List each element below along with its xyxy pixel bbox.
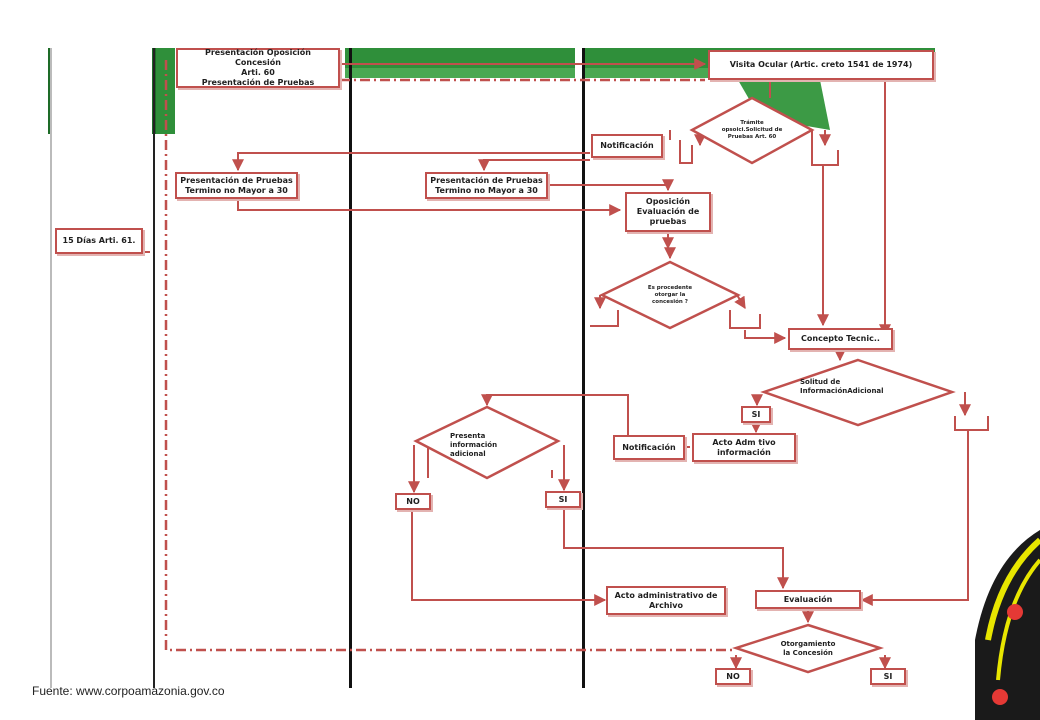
quince-dias-box: 15 Días Arti. 61.: [55, 228, 143, 254]
swimlane-lines: [153, 48, 585, 688]
concepto-tecnico-box: Concepto Tecnic..: [788, 328, 893, 350]
acto-archivo-box: Acto administrativo de Archivo: [606, 586, 726, 615]
dash-dot-lines: [164, 60, 735, 652]
otorgamiento-decision-label: Otorgamiento la Concesión: [780, 640, 836, 657]
no-box-1: NO: [395, 493, 431, 510]
presentacion-oposicion-box: Presentación Oposición Concesión Arti. 6…: [176, 48, 340, 88]
oposicion-evaluacion-box: Oposición Evaluación de pruebas: [625, 192, 711, 232]
visita-ocular-box: Visita Ocular (Artic. creto 1541 de 1974…: [708, 50, 934, 80]
no-box-2: NO: [715, 668, 751, 685]
notificacion-box-2: Notificación: [613, 435, 685, 460]
solicitud-info-decision-label: Solitud de InformaciónAdicional: [800, 378, 884, 395]
decorative-fan: [975, 530, 1040, 720]
notificacion-box-1: Notificación: [591, 134, 663, 158]
decision-shapes: [413, 96, 956, 674]
si-box-3: SI: [870, 668, 906, 685]
procedente-decision-label: Es procedente otorgar la concesión ?: [647, 284, 693, 305]
presenta-info-decision-label: Presenta información adicional: [450, 431, 498, 458]
acto-administrativo-info-box: Acto Adm tivo información: [692, 433, 796, 462]
presentacion-pruebas-box-2: Presentación de Pruebas Termino no Mayor…: [425, 172, 548, 199]
si-box-2: SI: [545, 491, 581, 508]
tramite-decision-label: Trámite opsoici.Solicitud de Pruebas Art…: [721, 119, 783, 140]
left-margin-line: [50, 48, 52, 688]
connectors: [98, 50, 989, 670]
source-caption: Fuente: www.corpoamazonia.gov.co: [32, 684, 225, 698]
presentacion-pruebas-box-1: Presentación de Pruebas Termino no Mayor…: [175, 172, 298, 199]
si-box-1: SI: [741, 406, 771, 423]
evaluacion-box: Evaluación: [755, 590, 861, 609]
